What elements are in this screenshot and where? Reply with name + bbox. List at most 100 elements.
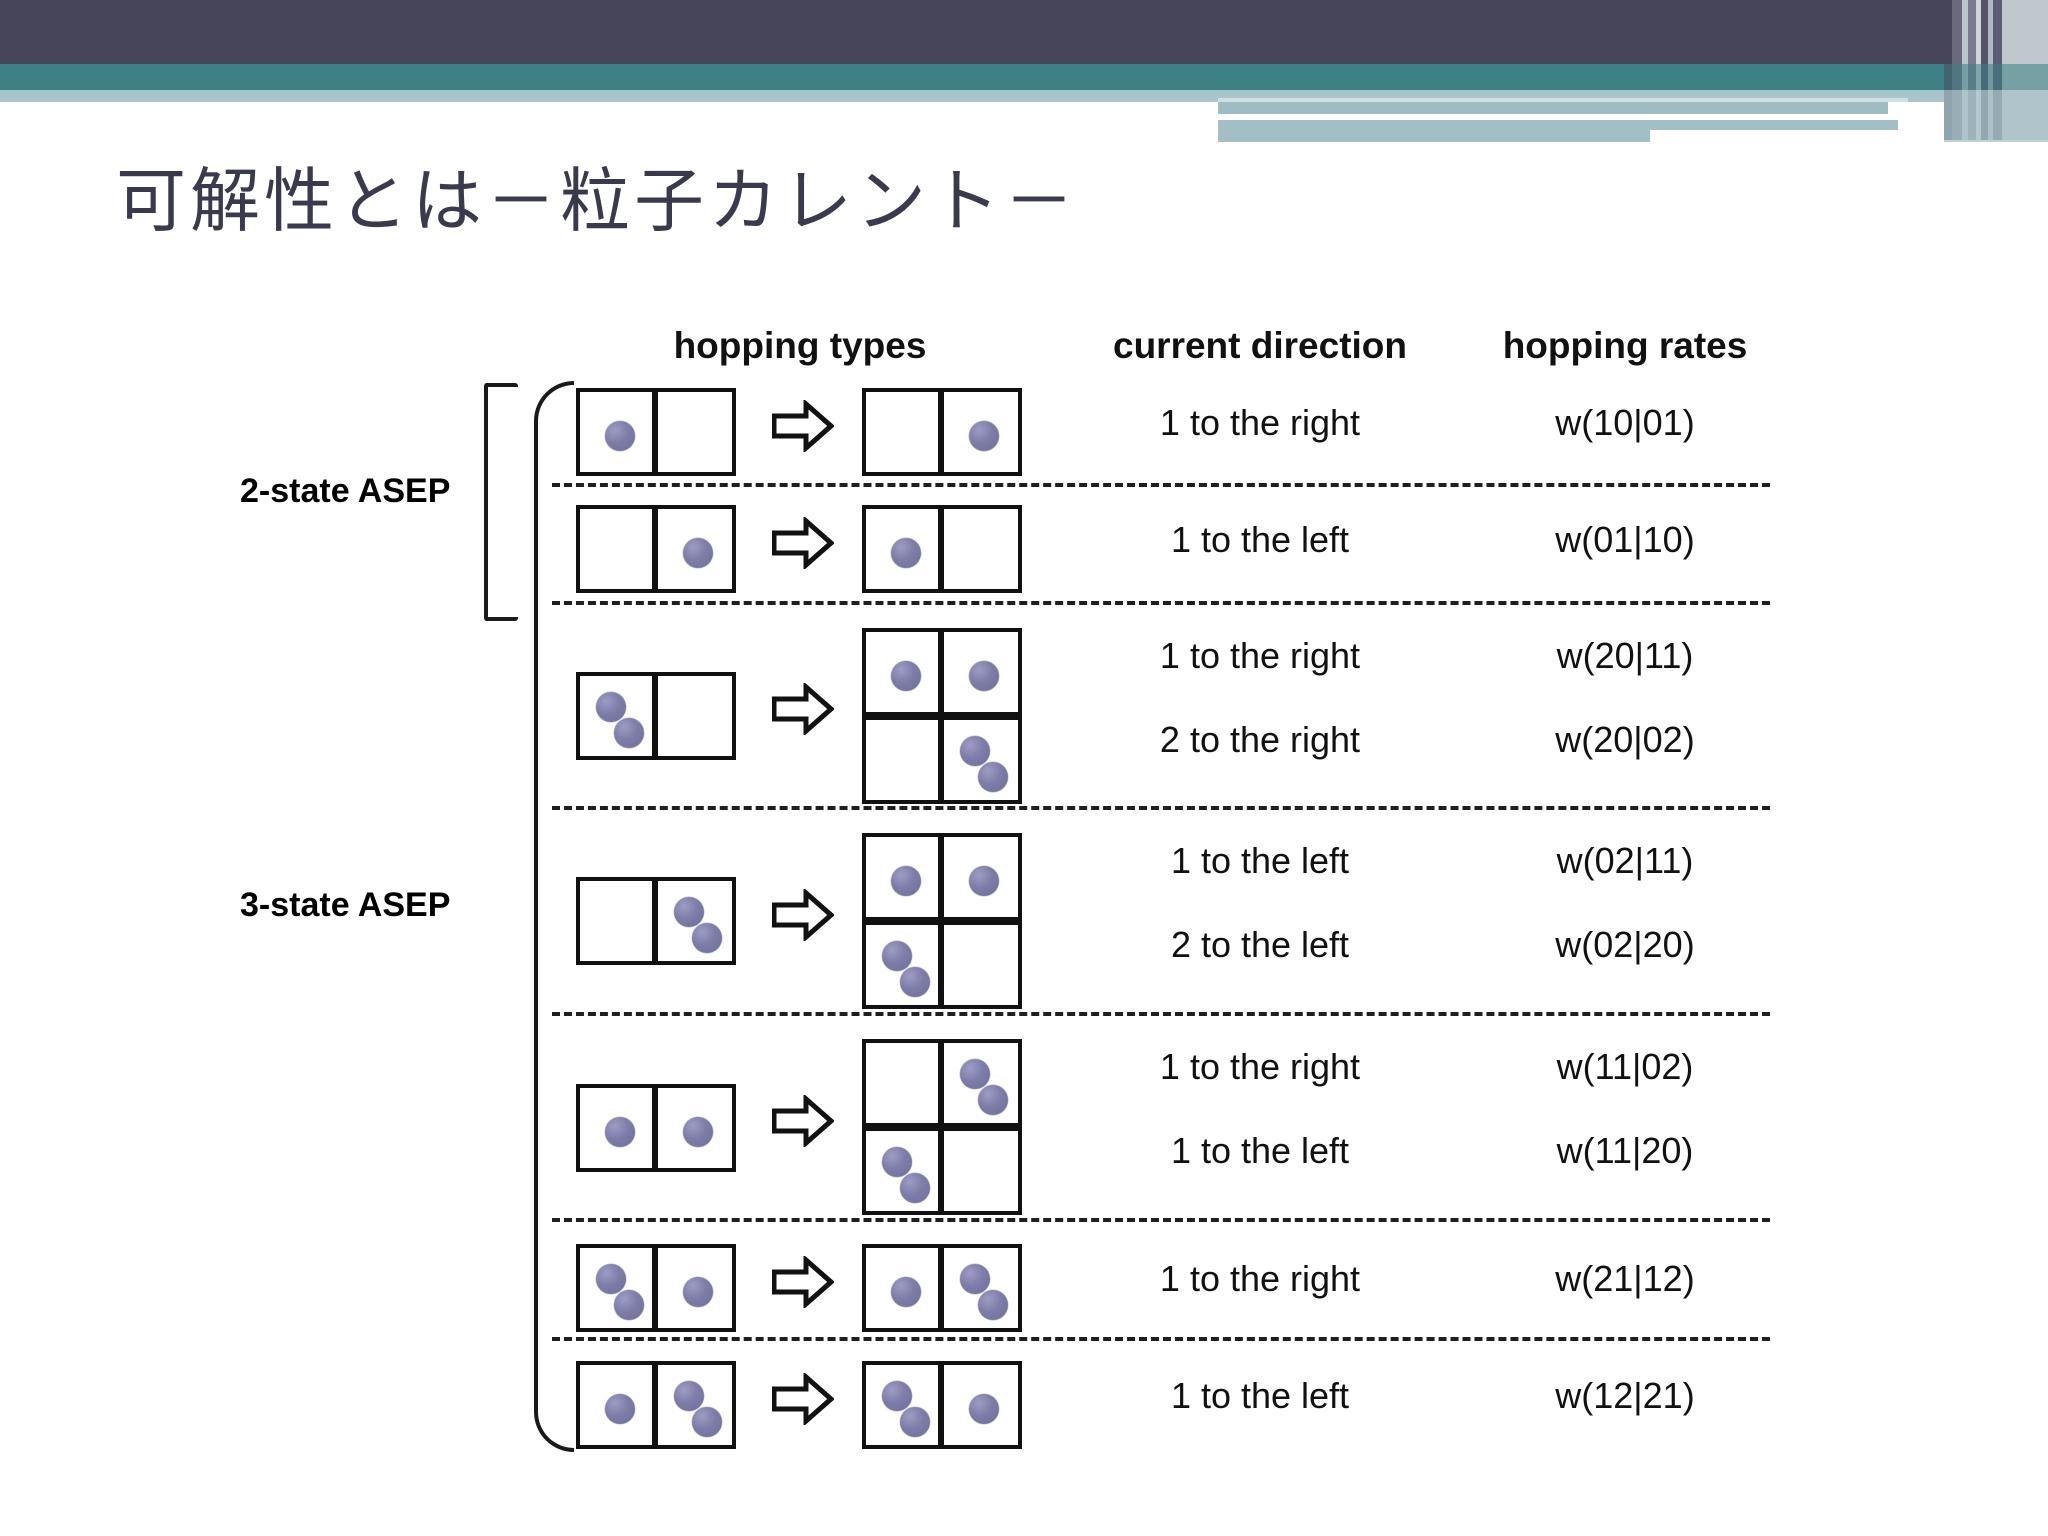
particle xyxy=(891,538,921,568)
lattice-site xyxy=(576,388,656,476)
header-dark-band xyxy=(0,0,1944,64)
header-teal-band xyxy=(0,64,1944,90)
particle xyxy=(683,1117,713,1147)
current-direction-cell: 2 to the right xyxy=(1159,719,1361,760)
header-accent-bar-notch xyxy=(1650,130,1900,142)
particle xyxy=(605,1117,635,1147)
lattice-site xyxy=(576,672,656,760)
row-separator xyxy=(552,483,1770,487)
lattice-site xyxy=(862,1039,942,1127)
hopping-target-lattice xyxy=(862,1039,1022,1127)
current-direction-cell: 1 to the right xyxy=(1159,1046,1361,1087)
lattice-site xyxy=(862,505,942,593)
bracket-3-state-group xyxy=(534,381,574,1452)
row-separator xyxy=(552,1337,1770,1341)
lattice-site xyxy=(656,1244,736,1332)
lattice-site xyxy=(862,833,942,921)
current-direction-cell: 1 to the left xyxy=(1170,519,1350,560)
hopping-target-lattice xyxy=(862,1127,1022,1215)
particle xyxy=(978,1290,1009,1320)
hopping-rate-cell: w(20|11) xyxy=(1556,635,1694,676)
particle xyxy=(969,1394,999,1424)
lattice-site xyxy=(656,505,736,593)
hop-arrow-icon xyxy=(771,1371,835,1430)
lattice-site xyxy=(656,1361,736,1449)
lattice-site xyxy=(942,388,1022,476)
particle xyxy=(614,1290,645,1320)
particle xyxy=(900,1173,931,1203)
header-stripe-teal-overlay xyxy=(1944,64,2048,90)
lattice-site xyxy=(862,1127,942,1215)
lattice-site xyxy=(862,388,942,476)
lattice-site xyxy=(862,628,942,716)
hopping-source-lattice xyxy=(576,672,736,760)
lattice-site xyxy=(942,1127,1022,1215)
current-direction-cell: 2 to the left xyxy=(1170,924,1350,965)
hopping-rate-cell: w(12|21) xyxy=(1555,1375,1695,1416)
hopping-source-lattice xyxy=(576,1244,736,1332)
particle xyxy=(891,1277,921,1307)
group-label-2-state-asep: 2-state ASEP xyxy=(240,472,451,510)
column-header-hopping-types: hopping types xyxy=(673,325,927,366)
current-direction-cell: 1 to the left xyxy=(1170,1375,1350,1416)
column-header-hopping-rates: hopping rates xyxy=(1502,325,1748,366)
particle xyxy=(605,421,635,451)
hopping-target-lattice xyxy=(862,628,1022,716)
row-separator xyxy=(552,1218,1770,1222)
hopping-rate-cell: w(01|10) xyxy=(1555,519,1695,560)
hopping-source-lattice xyxy=(576,388,736,476)
hopping-rate-cell: w(10|01) xyxy=(1555,402,1695,443)
hopping-source-lattice xyxy=(576,505,736,593)
particle xyxy=(881,1147,912,1177)
hopping-rate-cell: w(02|20) xyxy=(1555,924,1695,965)
lattice-site xyxy=(576,1361,656,1449)
lattice-site xyxy=(576,1084,656,1172)
hopping-source-lattice xyxy=(576,1084,736,1172)
lattice-site xyxy=(942,1244,1022,1332)
particle xyxy=(978,1085,1009,1115)
hop-arrow-icon xyxy=(771,681,835,740)
header-stripe-pale-overlay xyxy=(1944,90,2048,142)
particle xyxy=(614,718,645,748)
hop-arrow-icon xyxy=(771,1093,835,1152)
particle xyxy=(692,1407,723,1437)
particle xyxy=(891,866,921,896)
hopping-target-lattice xyxy=(862,388,1022,476)
hopping-target-lattice xyxy=(862,833,1022,921)
particle xyxy=(673,897,704,927)
particle xyxy=(959,1059,990,1089)
particle xyxy=(900,1407,931,1437)
particle xyxy=(891,661,921,691)
particle xyxy=(683,1277,713,1307)
column-header-current-direction: current direction xyxy=(1113,325,1407,366)
slide-header-decoration xyxy=(0,0,2048,142)
particle xyxy=(692,923,723,953)
page-title: 可解性とは－粒子カレント－ xyxy=(116,164,1078,241)
lattice-site xyxy=(942,505,1022,593)
lattice-site xyxy=(862,1361,942,1449)
lattice-site xyxy=(656,388,736,476)
lattice-site xyxy=(942,1361,1022,1449)
header-accent-bar-top xyxy=(1218,98,1908,102)
hopping-source-lattice xyxy=(576,1361,736,1449)
lattice-site xyxy=(656,1084,736,1172)
particle xyxy=(900,967,931,997)
particle xyxy=(959,736,990,766)
current-direction-cell: 1 to the left xyxy=(1170,1130,1350,1171)
hopping-rate-cell: w(11|02) xyxy=(1556,1046,1694,1087)
particle xyxy=(605,1394,635,1424)
particle xyxy=(969,866,999,896)
lattice-site xyxy=(576,877,656,965)
hop-arrow-icon xyxy=(771,515,835,574)
lattice-site xyxy=(942,716,1022,804)
lattice-site xyxy=(942,1039,1022,1127)
current-direction-cell: 1 to the left xyxy=(1170,840,1350,881)
lattice-site xyxy=(942,921,1022,1009)
row-separator xyxy=(552,1012,1770,1016)
particle xyxy=(978,762,1009,792)
current-direction-cell: 1 to the right xyxy=(1159,402,1361,443)
hopping-rate-cell: w(20|02) xyxy=(1555,719,1695,760)
row-separator xyxy=(552,806,1770,810)
hop-arrow-icon xyxy=(771,887,835,946)
header-accent-bar-a xyxy=(1218,102,1888,114)
